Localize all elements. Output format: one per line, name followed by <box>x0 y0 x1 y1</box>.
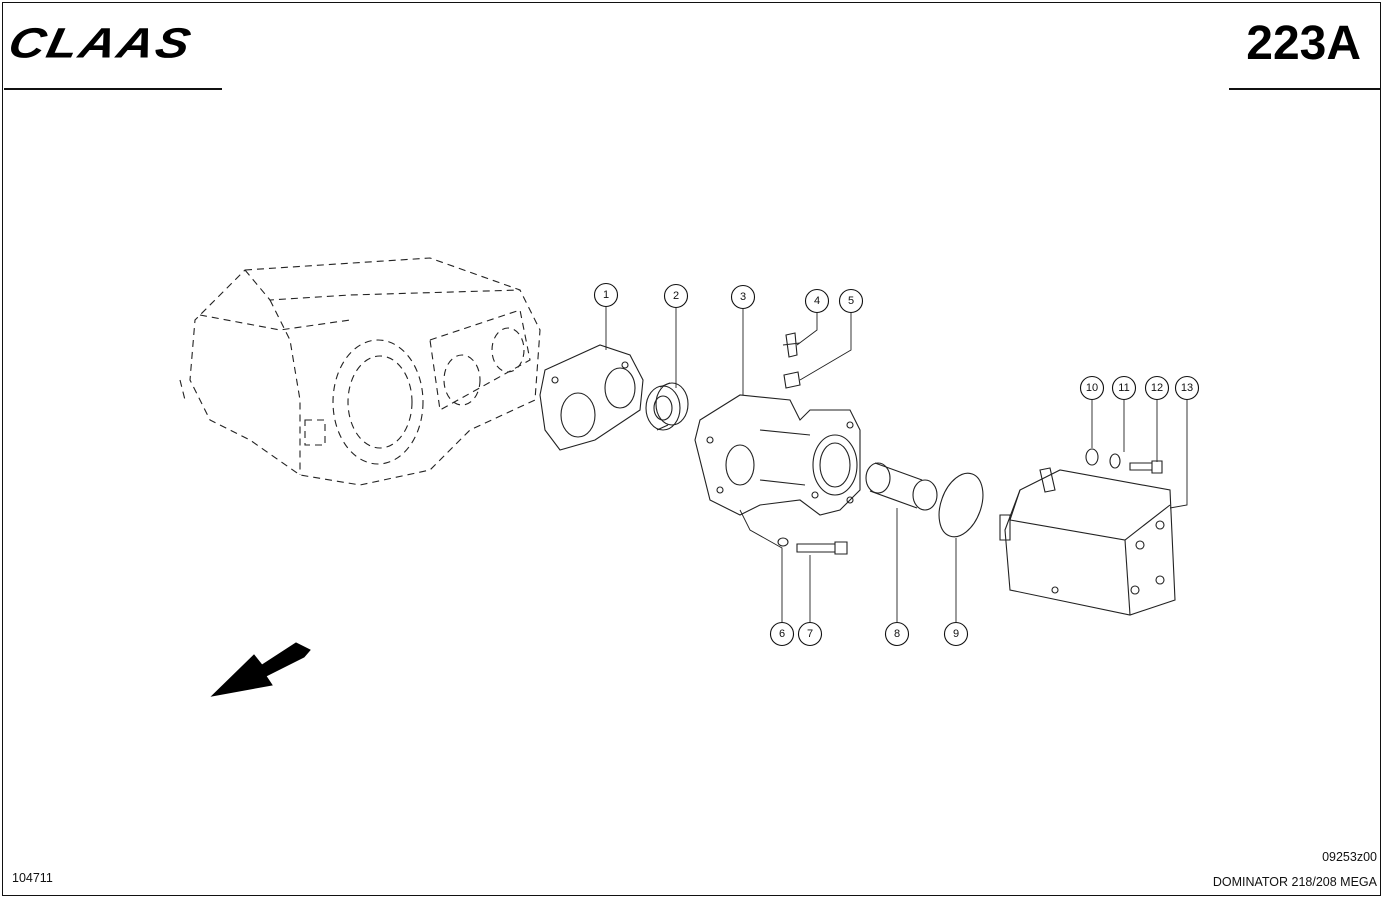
bolt-part-7 <box>796 541 848 555</box>
bolt-part-12 <box>1129 460 1163 474</box>
header-rule-left <box>4 88 222 90</box>
callout-13: 13 <box>1174 375 1200 401</box>
callout-number: 10 <box>1086 382 1098 394</box>
callout-10: 10 <box>1079 375 1105 401</box>
callout-5: 5 <box>838 288 864 314</box>
page-code: 223A <box>1246 17 1361 70</box>
callout-11: 11 <box>1111 375 1137 401</box>
o-ring-part <box>938 472 984 538</box>
callout-number: 2 <box>673 290 679 302</box>
washer-part-11 <box>1109 453 1121 469</box>
callout-number: 9 <box>953 628 959 640</box>
callout-number: 8 <box>894 628 900 640</box>
breather-part <box>782 332 801 358</box>
flange-housing-part <box>694 394 861 516</box>
callout-number: 3 <box>740 291 746 303</box>
model-name: DOMINATOR 218/208 MEGA <box>1212 875 1377 889</box>
hydraulic-pump-part <box>999 467 1176 616</box>
callout-number: 5 <box>848 295 854 307</box>
spacer-part-10 <box>1085 448 1099 466</box>
callout-number: 1 <box>603 289 609 301</box>
callout-number: 13 <box>1181 382 1193 394</box>
washer-part-6 <box>777 537 789 547</box>
arrow-down-left-icon <box>210 642 311 697</box>
gasket-part <box>539 344 644 451</box>
callout-8: 8 <box>884 621 910 647</box>
callout-7: 7 <box>797 621 823 647</box>
nut-part <box>783 371 801 389</box>
callout-number: 6 <box>779 628 785 640</box>
callout-12: 12 <box>1144 375 1170 401</box>
bearing-part <box>645 382 689 431</box>
callout-4: 4 <box>804 288 830 314</box>
callout-1: 1 <box>593 282 619 308</box>
document-number: 104711 <box>12 871 53 885</box>
callout-3: 3 <box>730 284 756 310</box>
header-rule-right <box>1229 88 1381 90</box>
callout-6: 6 <box>769 621 795 647</box>
callout-number: 7 <box>807 628 813 640</box>
callout-number: 4 <box>814 295 820 307</box>
leader-lines <box>605 307 1188 622</box>
callout-9: 9 <box>943 621 969 647</box>
gearbox-housing-outline <box>179 257 541 486</box>
callout-number: 12 <box>1151 382 1163 394</box>
sleeve-part <box>865 462 938 511</box>
drawing-code: 09253z00 <box>1322 850 1377 864</box>
callout-2: 2 <box>663 283 689 309</box>
callout-number: 11 <box>1118 382 1129 394</box>
